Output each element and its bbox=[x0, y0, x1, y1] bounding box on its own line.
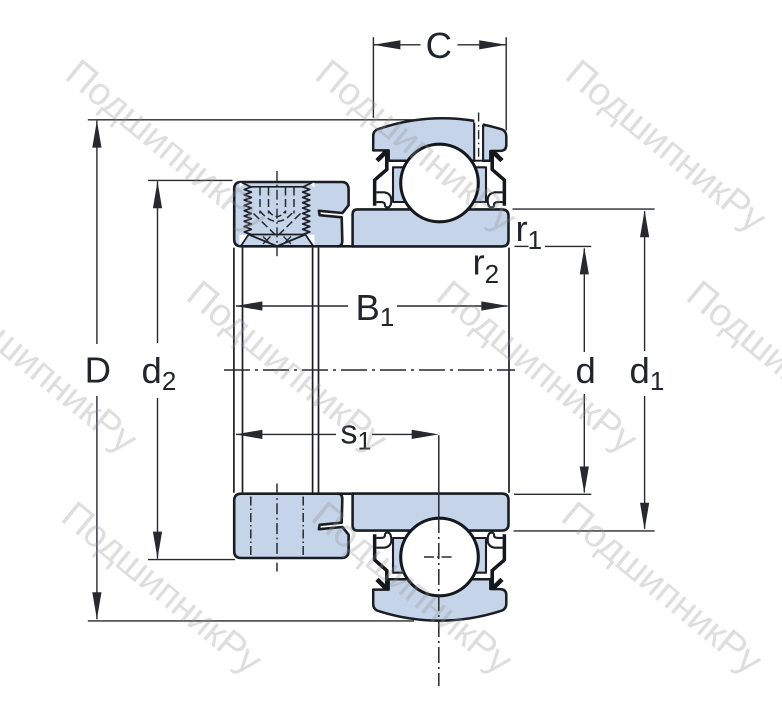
svg-text:d: d bbox=[576, 350, 596, 391]
svg-text:C: C bbox=[426, 25, 452, 66]
svg-text:D: D bbox=[85, 350, 111, 391]
